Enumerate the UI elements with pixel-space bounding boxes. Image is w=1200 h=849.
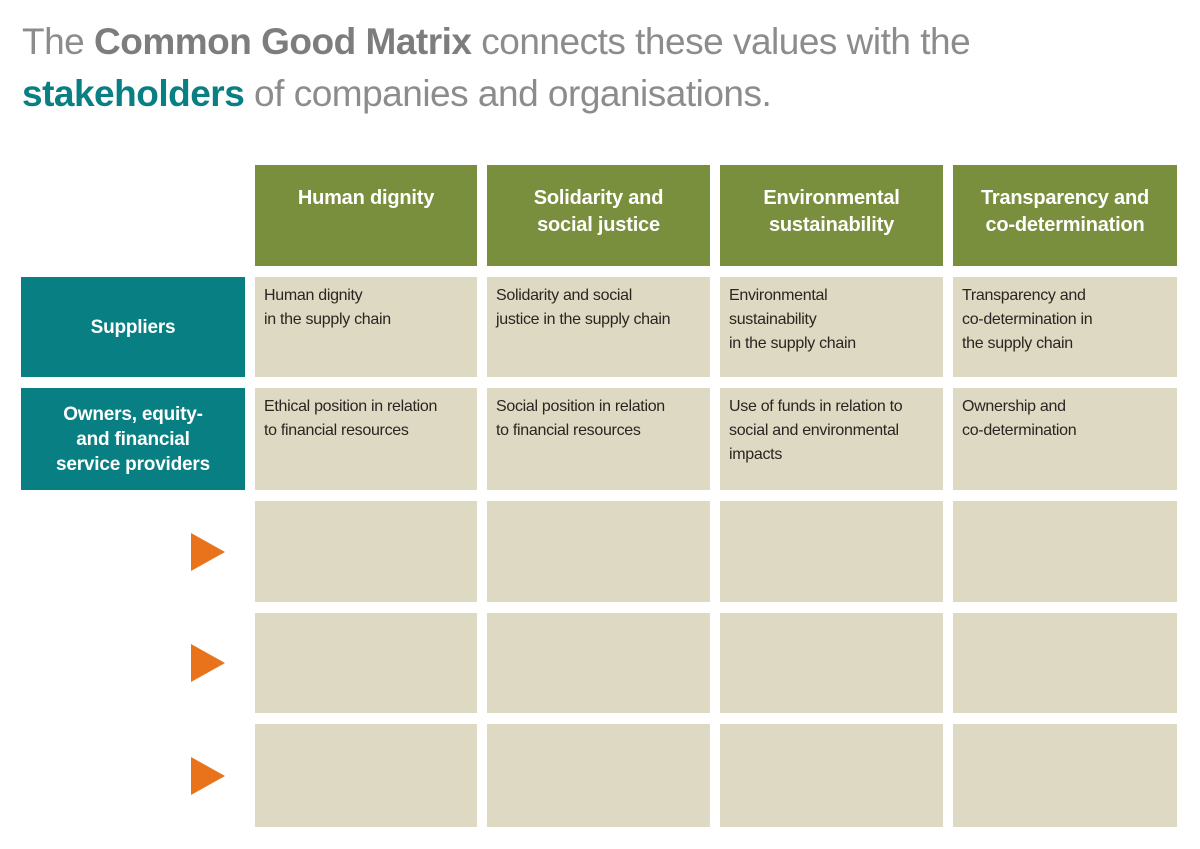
arrow-right-icon (191, 532, 225, 571)
column-header-transparency-co-determination: Transparency and co-determination (953, 165, 1177, 266)
matrix-cell-empty (487, 724, 710, 827)
matrix-cell-owners-transparency: Ownership and co-determination (953, 388, 1177, 490)
matrix-cell-empty (953, 724, 1177, 827)
arrow-right-icon (191, 756, 225, 795)
matrix-cell-empty (487, 501, 710, 602)
row-marker-arrow-2 (21, 613, 245, 713)
matrix-cell-suppliers-transparency: Transparency and co-determination in the… (953, 277, 1177, 377)
matrix-table: Human dignity Solidarity and social just… (21, 165, 1177, 827)
title-segment-stakeholders: stakeholders (22, 73, 245, 114)
matrix-cell-empty (720, 501, 943, 602)
row-header-suppliers: Suppliers (21, 277, 245, 377)
column-header-human-dignity: Human dignity (255, 165, 477, 266)
matrix-cell-suppliers-human-dignity: Human dignity in the supply chain (255, 277, 477, 377)
arrow-right-icon (191, 644, 225, 682)
row-header-owners-financial-providers: Owners, equity- and financial service pr… (21, 388, 245, 490)
matrix-cell-owners-environmental: Use of funds in relation to social and e… (720, 388, 943, 490)
title-segment: connects these values with the (471, 21, 971, 62)
matrix-cell-empty (720, 724, 943, 827)
row-marker-arrow-3 (21, 724, 245, 827)
matrix-cell-empty (953, 501, 1177, 602)
page-title: The Common Good Matrix connects these va… (22, 16, 971, 120)
title-segment-common-good-matrix: Common Good Matrix (94, 21, 472, 62)
column-header-solidarity-social-justice: Solidarity and social justice (487, 165, 710, 266)
title-segment: The (22, 21, 95, 62)
matrix-cell-empty (255, 501, 477, 602)
matrix-cell-owners-solidarity: Social position in relation to financial… (487, 388, 710, 490)
matrix-cell-owners-human-dignity: Ethical position in relation to financia… (255, 388, 477, 490)
matrix-cell-empty (953, 613, 1177, 713)
title-segment: of companies and organisations. (244, 73, 772, 114)
matrix-cell-suppliers-solidarity: Solidarity and social justice in the sup… (487, 277, 710, 377)
matrix-cell-empty (487, 613, 710, 713)
column-header-environmental-sustainability: Environmental sustainability (720, 165, 943, 266)
matrix-cell-empty (255, 613, 477, 713)
matrix-cell-suppliers-environmental: Environmental sustainability in the supp… (720, 277, 943, 377)
row-marker-arrow-1 (21, 501, 245, 602)
matrix-cell-empty (255, 724, 477, 827)
matrix-cell-empty (720, 613, 943, 713)
corner-spacer (21, 165, 245, 266)
